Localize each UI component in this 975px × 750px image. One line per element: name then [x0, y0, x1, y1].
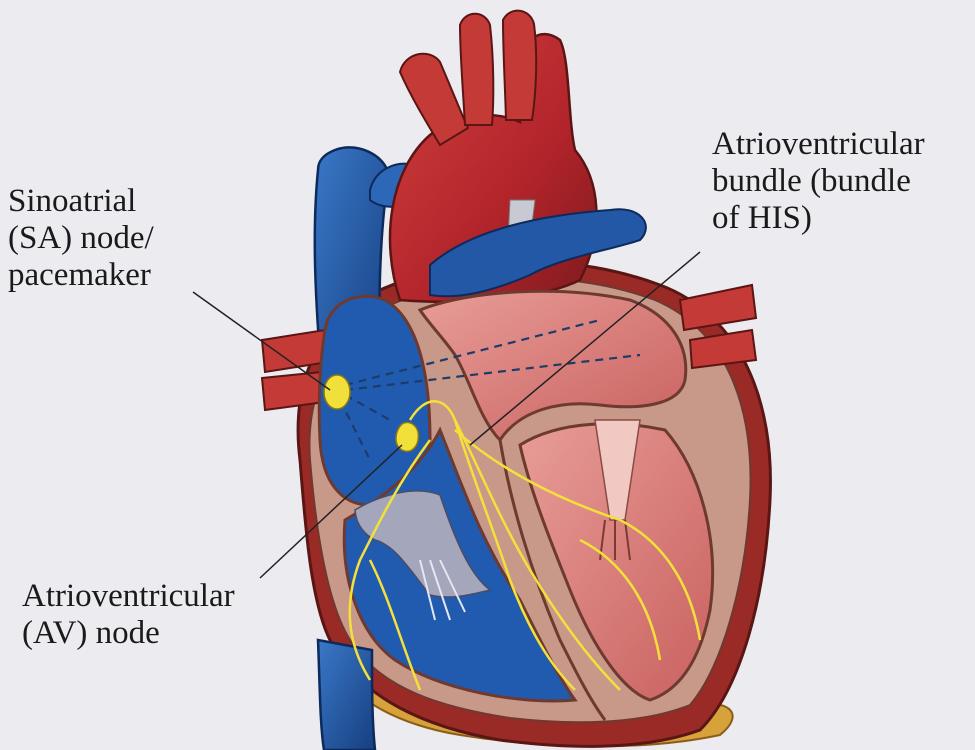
aorta-branch-mid	[460, 14, 493, 125]
label-atrioventricular-bundle: Atrioventricular bundle (bundle of HIS)	[712, 126, 925, 237]
sa-node	[324, 375, 350, 409]
label-sinoatrial-node: Sinoatrial (SA) node/ pacemaker	[8, 183, 154, 294]
aorta-branch-right	[503, 11, 536, 120]
inferior-vena-cava	[318, 640, 375, 750]
pulmonary-vein-left-upper	[680, 285, 756, 330]
label-atrioventricular-node: Atrioventricular (AV) node	[22, 578, 235, 652]
aorta-branch-left	[400, 54, 468, 145]
